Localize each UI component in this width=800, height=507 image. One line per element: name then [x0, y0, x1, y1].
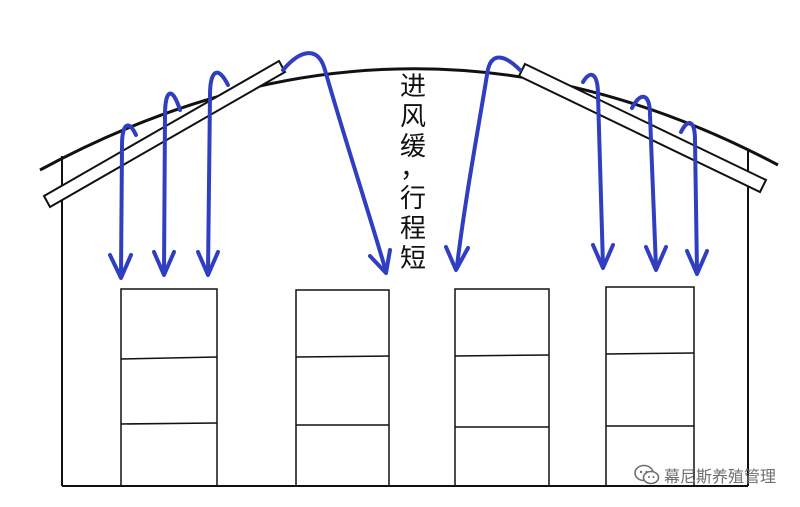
airflow-arrow-head	[685, 249, 709, 276]
airflow-arrow	[162, 91, 182, 275]
airflow-caption: 进 风 缓 ， 行 程 短	[396, 72, 430, 274]
cage-stack-4	[605, 286, 695, 487]
caption-char: 风	[399, 102, 426, 132]
caption-char: 程	[399, 214, 426, 244]
caption-char: 短	[399, 244, 426, 274]
airflow-arrow-head	[108, 253, 133, 280]
airflow-arrow	[581, 72, 605, 268]
airflow-arrow	[206, 70, 230, 275]
roof-arc	[39, 67, 779, 172]
airflow-arrow	[679, 121, 699, 274]
wechat-icon	[634, 464, 660, 485]
left-airflow-arrows	[108, 51, 392, 280]
right-airflow-arrows	[444, 55, 709, 276]
caption-char: 缓	[399, 132, 426, 162]
airflow-arrow-head	[152, 250, 176, 277]
caption-char: ，	[400, 154, 427, 184]
airflow-arrow-head	[444, 245, 470, 272]
cage-stack-2	[295, 289, 390, 487]
watermark-text: 幕尼斯养殖管理	[663, 467, 776, 486]
watermark: 幕尼斯养殖管理	[634, 463, 776, 487]
caption-char: 进	[399, 72, 426, 102]
airflow-arrow-head	[368, 248, 392, 275]
right-air-inlet	[517, 62, 768, 194]
airflow-arrow-head	[591, 243, 615, 270]
cage-stack-3	[454, 288, 550, 487]
cage-stack-1	[120, 288, 218, 487]
airflow-arrow	[455, 55, 522, 268]
airflow-arrow-head	[196, 250, 220, 277]
airflow-arrow	[281, 51, 387, 270]
airflow-arrow	[119, 123, 138, 278]
airflow-arrow-head	[644, 245, 668, 272]
caption-char: 行	[399, 184, 426, 214]
airflow-arrow	[630, 94, 658, 270]
